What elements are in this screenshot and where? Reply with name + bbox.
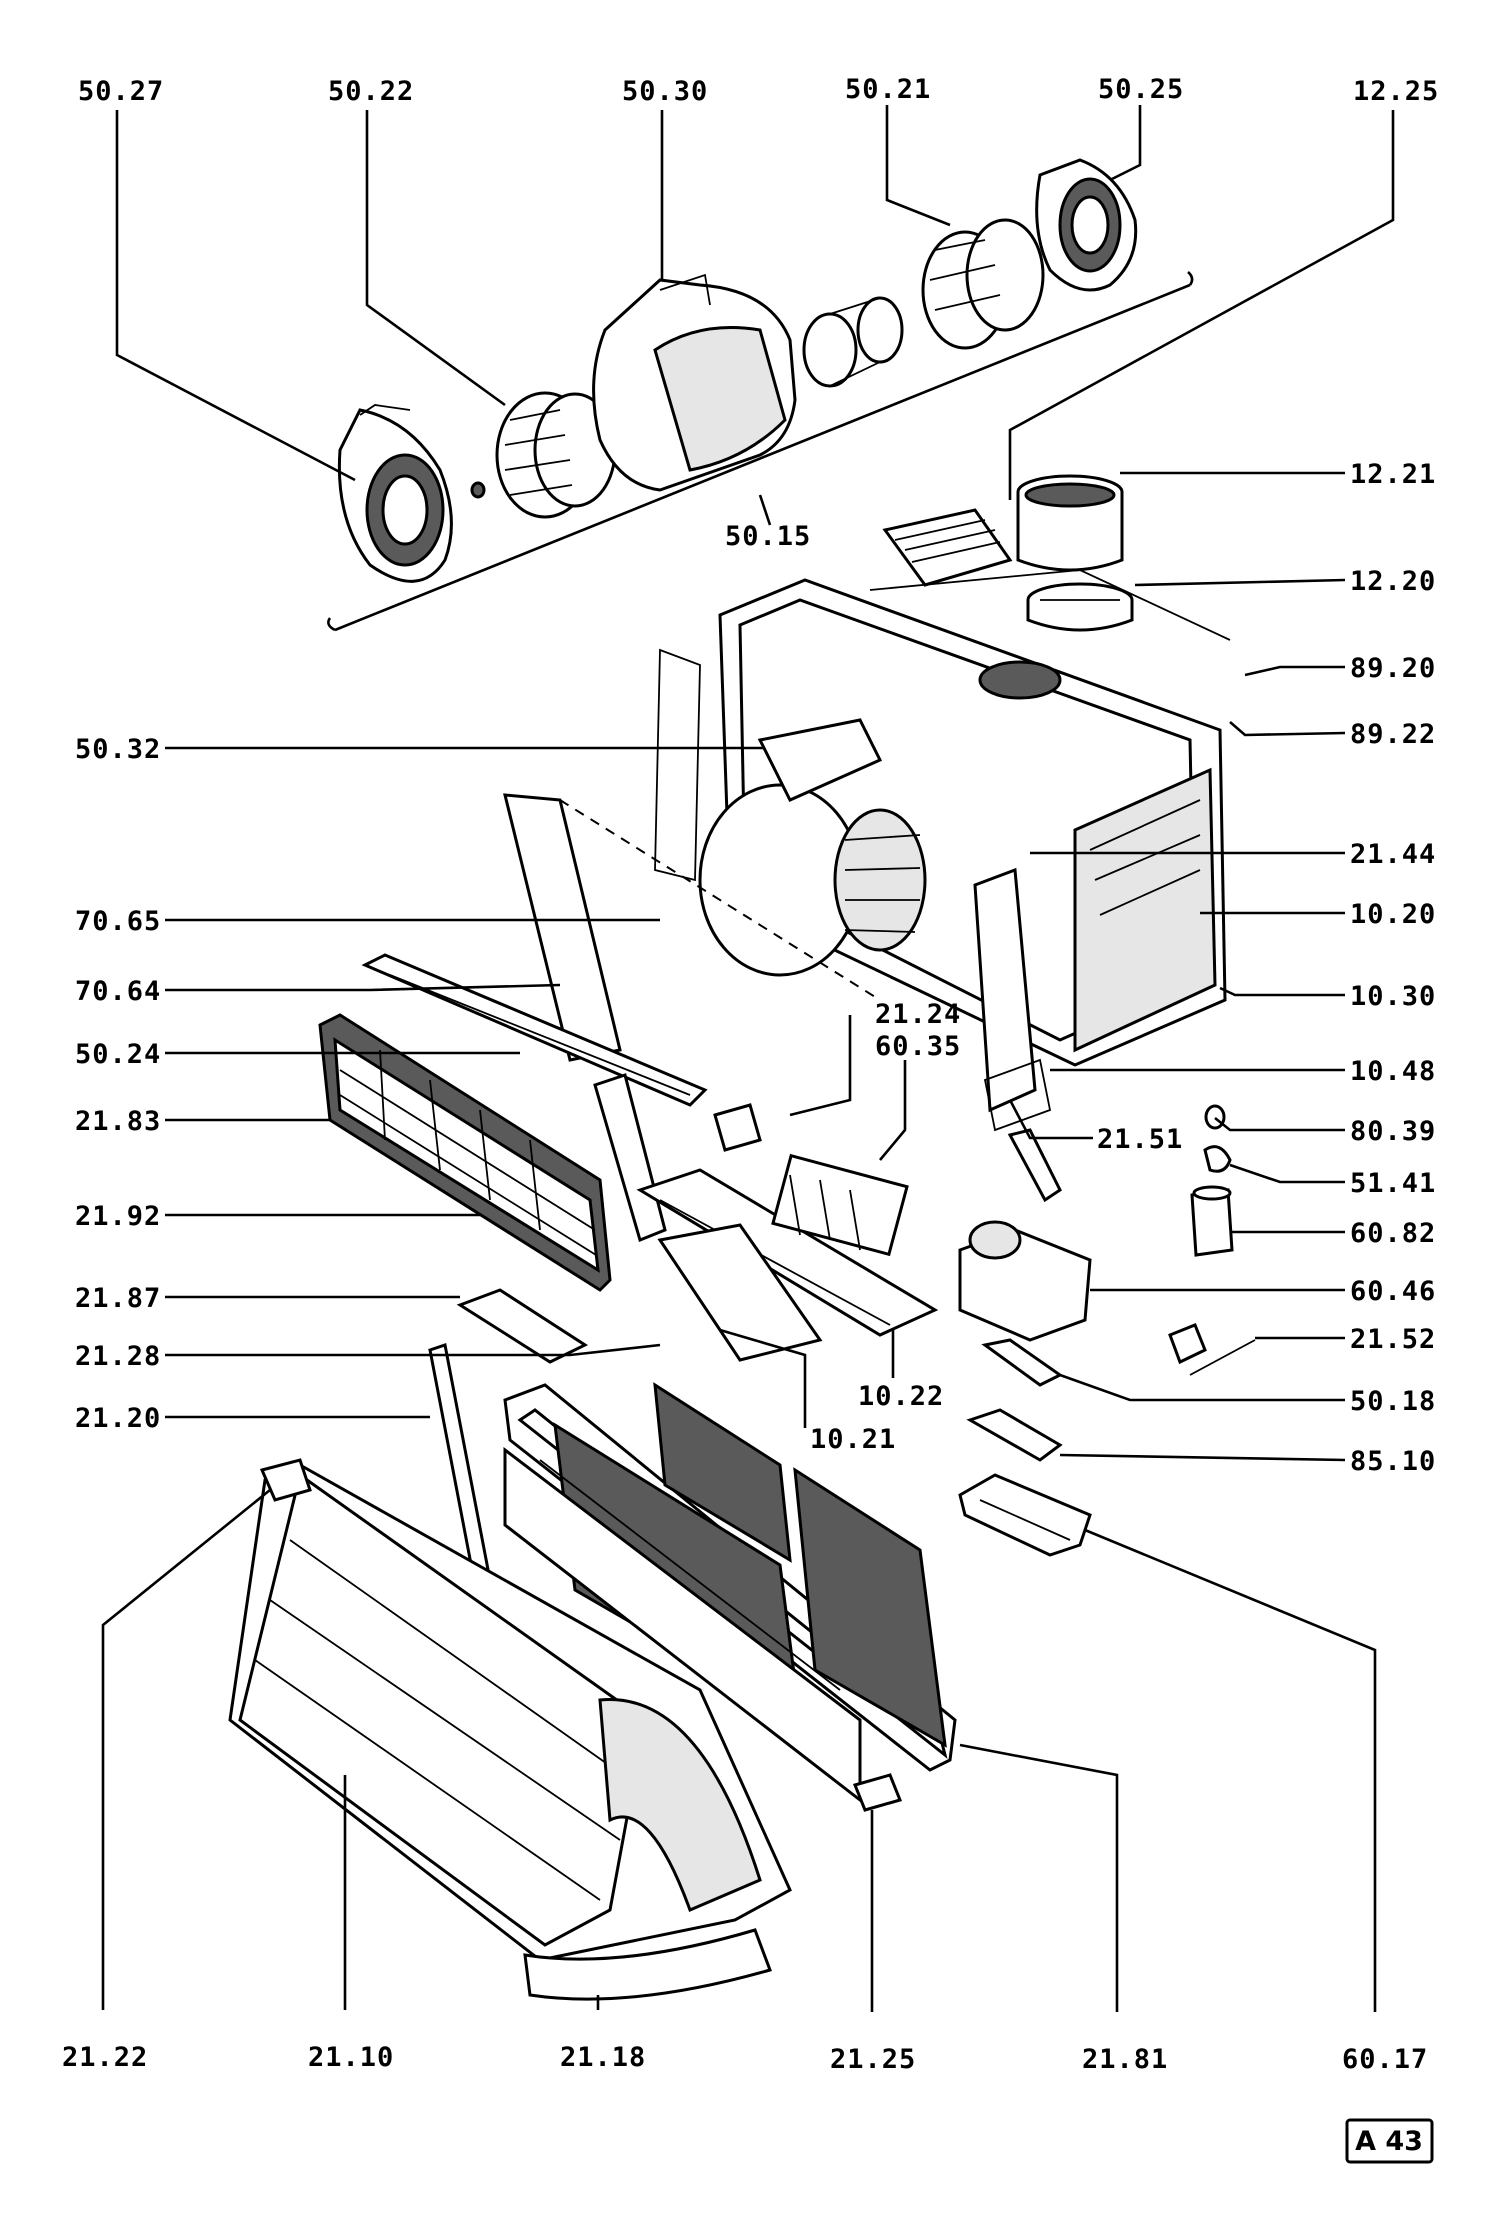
fan-motor-group bbox=[327, 158, 1194, 632]
page-reference-code: A 43 bbox=[1355, 2126, 1423, 2157]
label-50-27: 50.27 bbox=[78, 76, 164, 107]
control-bar-and-filters bbox=[318, 953, 939, 1587]
label-21-28: 21.28 bbox=[75, 1341, 161, 1372]
label-50-21: 50.21 bbox=[845, 74, 931, 105]
label-50-22: 50.22 bbox=[328, 76, 414, 107]
label-70-64: 70.64 bbox=[75, 976, 161, 1007]
label-21-22: 21.22 bbox=[62, 2042, 148, 2073]
label-60-46: 60.46 bbox=[1350, 1276, 1436, 1307]
label-12-25: 12.25 bbox=[1353, 76, 1439, 107]
label-21-25: 21.25 bbox=[830, 2044, 916, 2075]
label-50-24: 50.24 bbox=[75, 1039, 161, 1070]
label-21-83: 21.83 bbox=[75, 1106, 161, 1137]
label-12-21: 12.21 bbox=[1350, 459, 1436, 490]
label-51-41: 51.41 bbox=[1350, 1168, 1436, 1199]
label-21-44: 21.44 bbox=[1350, 839, 1436, 870]
label-50-32: 50.32 bbox=[75, 734, 161, 765]
label-70-65: 70.65 bbox=[75, 906, 161, 937]
label-50-15: 50.15 bbox=[725, 521, 811, 552]
label-80-39: 80.39 bbox=[1350, 1116, 1436, 1147]
label-89-22: 89.22 bbox=[1350, 719, 1436, 750]
label-60-17: 60.17 bbox=[1342, 2044, 1428, 2075]
label-10-20: 10.20 bbox=[1350, 899, 1436, 930]
part-labels: 50.27 50.22 50.30 50.21 50.25 12.25 50.1… bbox=[62, 74, 1439, 2075]
label-21-20: 21.20 bbox=[75, 1403, 161, 1434]
label-10-22: 10.22 bbox=[858, 1381, 944, 1412]
label-60-82: 60.82 bbox=[1350, 1218, 1436, 1249]
duct-adapters bbox=[882, 474, 1134, 632]
label-21-87: 21.87 bbox=[75, 1283, 161, 1314]
motor-housing bbox=[592, 273, 797, 492]
label-50-25: 50.25 bbox=[1098, 74, 1184, 105]
label-10-48: 10.48 bbox=[1350, 1056, 1436, 1087]
label-21-10: 21.10 bbox=[308, 2042, 394, 2073]
label-21-51: 21.51 bbox=[1097, 1124, 1183, 1155]
leader-lines bbox=[101, 105, 1395, 2012]
label-50-18: 50.18 bbox=[1350, 1386, 1436, 1417]
label-21-52: 21.52 bbox=[1350, 1324, 1436, 1355]
label-12-20: 12.20 bbox=[1350, 566, 1436, 597]
label-10-21: 10.21 bbox=[810, 1424, 896, 1455]
label-21-18: 21.18 bbox=[560, 2042, 646, 2073]
left-scroll-housing bbox=[337, 404, 453, 583]
page-reference: A 43 bbox=[1345, 2118, 1434, 2164]
label-10-30: 10.30 bbox=[1350, 981, 1436, 1012]
label-85-10: 85.10 bbox=[1350, 1446, 1436, 1477]
label-21-81: 21.81 bbox=[1082, 2044, 1168, 2075]
motor-shaft bbox=[802, 296, 904, 388]
label-21-92: 21.92 bbox=[75, 1201, 161, 1232]
label-60-35: 60.35 bbox=[875, 1031, 961, 1062]
main-cabinet bbox=[503, 569, 1231, 1132]
right-scroll-housing bbox=[1035, 158, 1138, 292]
label-21-24: 21.24 bbox=[875, 999, 961, 1030]
label-50-30: 50.30 bbox=[622, 76, 708, 107]
label-89-20: 89.20 bbox=[1350, 653, 1436, 684]
right-blower-wheel bbox=[921, 218, 1045, 350]
electrical-components bbox=[958, 1104, 1256, 1557]
front-panel-assembly bbox=[228, 1382, 957, 2001]
